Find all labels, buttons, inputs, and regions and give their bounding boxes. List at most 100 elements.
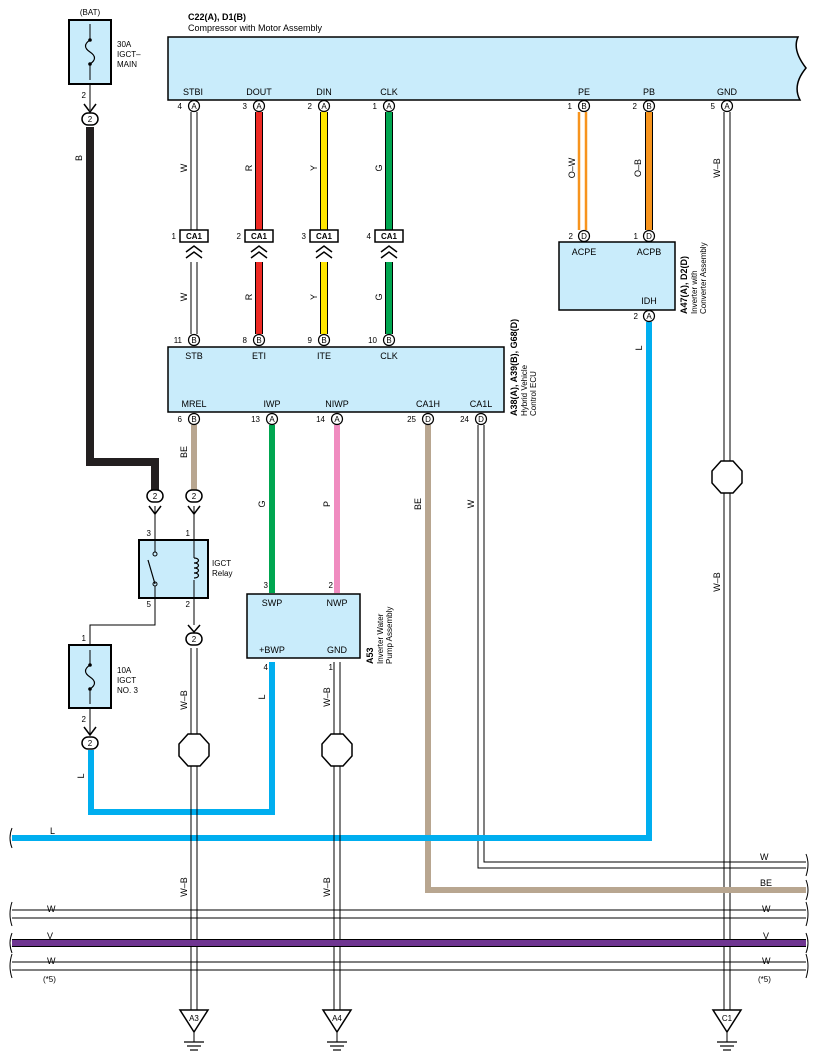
relay-name2: Relay xyxy=(212,569,232,578)
wire-label: W–B xyxy=(322,877,332,897)
conn-a: A xyxy=(334,415,340,424)
conn-b: B xyxy=(646,102,651,111)
fuse-30a xyxy=(68,19,112,126)
wire-l-fuse3 xyxy=(88,662,275,815)
splice-label: CA1 xyxy=(251,232,268,241)
bus-label-w: W xyxy=(47,904,56,914)
bus-label-v: V xyxy=(47,931,53,941)
conn-a: A xyxy=(646,312,652,321)
bus-label-v: V xyxy=(763,931,769,941)
wire-label: O–B xyxy=(633,159,643,177)
splice-label: CA1 xyxy=(186,232,203,241)
pin-num: 3 xyxy=(264,581,269,590)
pin-num: 3 xyxy=(243,102,248,111)
pin-num: 2 xyxy=(634,312,639,321)
splice-label: CA1 xyxy=(381,232,398,241)
term-ca1l: CA1L xyxy=(470,399,493,409)
inverter-water-pump xyxy=(246,593,361,659)
pin-num: 25 xyxy=(407,415,416,424)
bat-label: (BAT) xyxy=(80,8,101,17)
pin-num: 24 xyxy=(460,415,469,424)
conn-d: D xyxy=(646,232,652,241)
term-clk: CLK xyxy=(380,87,398,97)
bus-label-w: W xyxy=(760,852,769,862)
pin-num: 1 xyxy=(82,634,87,643)
wire-label: W xyxy=(179,163,189,172)
pin-num: 9 xyxy=(308,336,313,345)
pin-num: 1 xyxy=(634,232,639,241)
term-din: DIN xyxy=(316,87,332,97)
pin-num: 5 xyxy=(147,600,152,609)
ground-a3 xyxy=(178,1009,210,1051)
wire-label: G xyxy=(257,500,267,507)
conn-b: B xyxy=(191,415,196,424)
wire-w-stbi xyxy=(190,112,198,334)
pin-num: 10 xyxy=(368,336,377,345)
junction-num: 2 xyxy=(88,115,93,124)
pin-num: 1 xyxy=(186,529,191,538)
ecu-name2: Control ECU xyxy=(529,371,538,416)
inverter-ref: A47(A), D2(D) xyxy=(679,256,689,314)
wire-label: Y xyxy=(309,165,319,171)
pin-num: 6 xyxy=(178,415,183,424)
term-gnd: GND xyxy=(717,87,738,97)
bus-lines xyxy=(12,909,806,971)
wire-wb-pump xyxy=(333,662,341,1010)
pin-num: 4 xyxy=(264,663,269,672)
wire-be-ca1h xyxy=(425,425,806,893)
splice-pin: 2 xyxy=(237,232,242,241)
conn-b: B xyxy=(191,336,196,345)
wire-label: G xyxy=(374,293,384,300)
inverter-name2: Converter Assembly xyxy=(699,242,708,314)
bus-label-w: W xyxy=(762,956,771,966)
wire-label: W–B xyxy=(179,877,189,897)
term-ca1h: CA1H xyxy=(416,399,440,409)
fuse3-name1: IGCT xyxy=(117,676,136,685)
conn-d: D xyxy=(478,415,484,424)
wire-label: W–B xyxy=(712,572,722,592)
wire-label: W xyxy=(466,499,476,508)
term-dout: DOUT xyxy=(246,87,272,97)
term-idh: IDH xyxy=(641,296,657,306)
wire-wb-gnd xyxy=(723,112,731,1012)
term-mrel: MREL xyxy=(181,399,206,409)
term-ite: ITE xyxy=(317,351,331,361)
pin-num: 14 xyxy=(316,415,325,424)
wire-ow-pe xyxy=(577,112,588,230)
fuse3-rating: 10A xyxy=(117,666,132,675)
fuse-name2: MAIN xyxy=(117,60,137,69)
fuse3-name2: NO. 3 xyxy=(117,686,138,695)
pump-name2: Pump Assembly xyxy=(385,607,394,664)
bus-label-w: W xyxy=(47,956,56,966)
fuse-name1: IGCT– xyxy=(117,50,141,59)
conn-b: B xyxy=(581,102,586,111)
pin-num: 2 xyxy=(329,581,334,590)
conn-a: A xyxy=(256,102,262,111)
igct-relay xyxy=(138,489,209,646)
pin-num: 2 xyxy=(633,102,638,111)
conn-a: A xyxy=(386,102,392,111)
pin-num: 2 xyxy=(186,600,191,609)
wire-label: W–B xyxy=(179,690,189,710)
conn-a: A xyxy=(321,102,327,111)
wire-label: W–B xyxy=(712,158,722,178)
term-clk: CLK xyxy=(380,351,398,361)
term-acpb: ACPB xyxy=(637,247,662,257)
term-bwp: +BWP xyxy=(259,645,285,655)
splice-label: CA1 xyxy=(316,232,333,241)
splice-ca1 xyxy=(179,229,404,259)
wire-l-idh xyxy=(12,322,652,841)
ecu-name1: Hybrid Vehicle xyxy=(520,364,529,416)
wire-label: O–W xyxy=(567,157,577,178)
inverter-name1: Inverter with xyxy=(690,270,699,314)
wire-w-ca1l xyxy=(477,425,806,869)
conn-d: D xyxy=(425,415,431,424)
pin-num: 1 xyxy=(329,663,334,672)
pump-ref: A53 xyxy=(365,647,375,664)
relay-name1: IGCT xyxy=(212,559,231,568)
pin-num: 2 xyxy=(569,232,574,241)
conn-a: A xyxy=(191,102,197,111)
term-niwp: NIWP xyxy=(325,399,349,409)
conn-b: B xyxy=(386,336,391,345)
